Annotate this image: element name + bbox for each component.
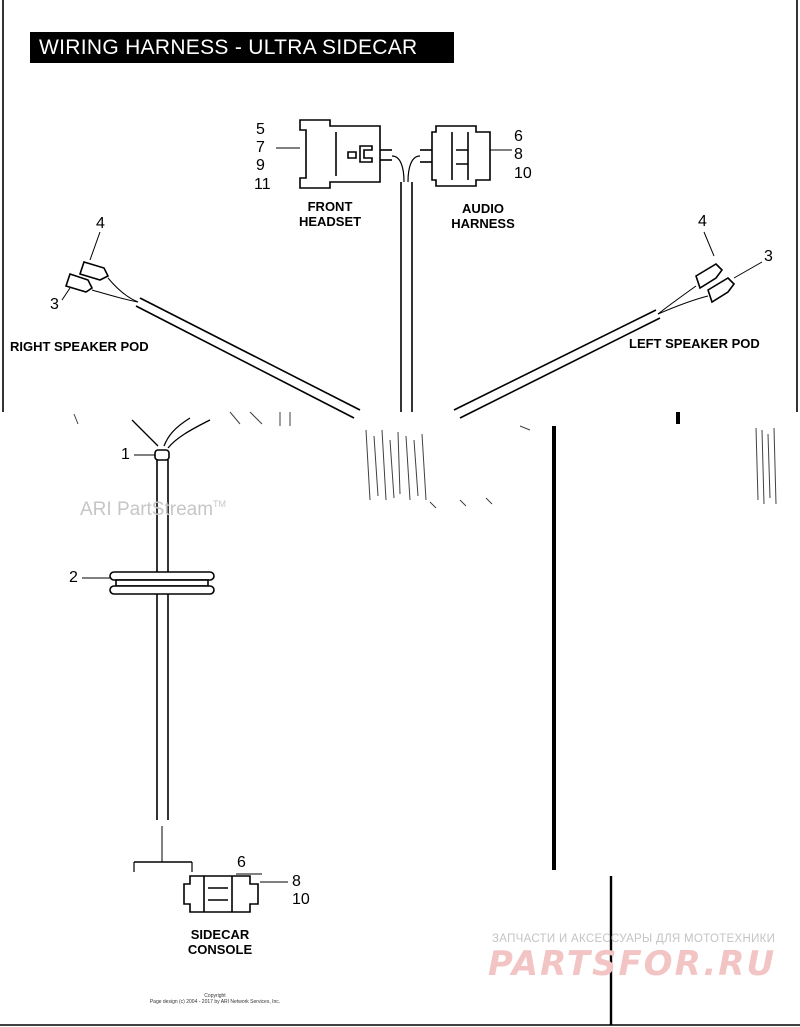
- callout-right-3: 3: [50, 296, 59, 313]
- sidecar-console-label-line1: SIDECAR: [190, 927, 250, 942]
- scan-artifacts: [73, 411, 777, 509]
- leader-right-4: [89, 231, 101, 261]
- brand-logo: PARTSFOR.RU: [488, 944, 777, 984]
- ari-partstream-watermark: ARI PartStreamTM: [80, 499, 226, 521]
- watermark-text: ARI PartStream: [80, 499, 214, 520]
- watermark-trademark: TM: [213, 499, 227, 509]
- callout-11: 11: [254, 176, 271, 193]
- front-headset-label: FRONT HEADSET: [292, 199, 368, 229]
- copyright-line2: Page design (c) 2004 - 2017 by ARI Netwo…: [149, 999, 281, 1005]
- callout-10: 10: [514, 165, 532, 182]
- leader-left-4: [703, 231, 715, 257]
- cable-clip: [154, 449, 170, 461]
- callout-6: 6: [514, 128, 523, 145]
- leader-right-3: [61, 287, 71, 301]
- brand-subtitle: ЗАПЧАСТИ И АКСЕССУАРЫ ДЛЯ МОТОТЕХНИКИ: [492, 933, 776, 945]
- headset-wire: [391, 155, 405, 183]
- audio-harness-label-line1: AUDIO: [462, 201, 504, 216]
- callout-console-8: 8: [292, 873, 301, 890]
- callout-left-4: 4: [698, 213, 707, 230]
- diagram-title: WIRING HARNESS - ULTRA SIDECAR: [30, 32, 454, 63]
- left-pod-terminals: [695, 262, 736, 304]
- callout-left-3: 3: [764, 248, 773, 265]
- lower-bundle-split: [131, 417, 211, 449]
- callout-5: 5: [256, 121, 265, 138]
- sidecar-console-label: SIDECAR CONSOLE: [176, 927, 264, 957]
- callout-console-6: 6: [237, 854, 246, 871]
- sidecar-console-label-line2: CONSOLE: [187, 942, 253, 957]
- right-pod-wire: [91, 277, 361, 419]
- callout-7: 7: [256, 139, 265, 156]
- left-speaker-pod-label: LEFT SPEAKER POD: [629, 336, 760, 351]
- audio-harness-label: AUDIO HARNESS: [440, 201, 526, 231]
- front-headset-connector: [299, 119, 392, 189]
- audio-wire: [407, 155, 421, 183]
- sidecar-console-connector: [183, 875, 259, 913]
- right-speaker-pod-label: RIGHT SPEAKER POD: [10, 339, 149, 354]
- grommet: [109, 571, 215, 595]
- leader-left-3: [733, 261, 763, 279]
- callout-1: 1: [121, 446, 130, 463]
- callout-9: 9: [256, 157, 265, 174]
- copyright-notice: Copyright Page design (c) 2004 - 2017 by…: [145, 993, 285, 1005]
- callout-8: 8: [514, 146, 523, 163]
- callout-2: 2: [69, 569, 78, 586]
- callout-console-10: 10: [292, 891, 310, 908]
- right-pod-terminals: [64, 261, 110, 293]
- front-headset-label-line1: FRONT: [307, 199, 353, 214]
- audio-harness-connector: [420, 125, 491, 187]
- copyright-line1: Copyright: [204, 993, 226, 999]
- front-headset-label-line2: HEADSET: [298, 214, 362, 229]
- left-pod-wire: [453, 285, 709, 419]
- callout-right-4: 4: [96, 215, 105, 232]
- audio-harness-label-line2: HARNESS: [451, 216, 515, 231]
